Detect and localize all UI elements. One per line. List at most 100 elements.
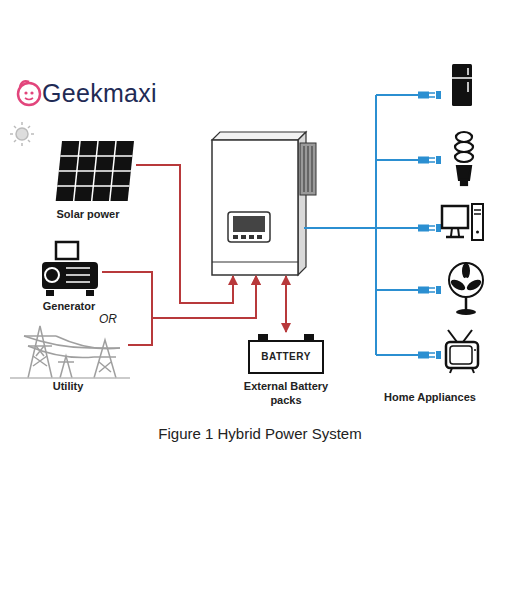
- or-label: OR: [99, 312, 117, 326]
- appliance-group: Home Appliances: [378, 60, 510, 405]
- inverter-illustration-part-part: [308, 146, 309, 192]
- inverter-illustration-part: [212, 140, 298, 275]
- computer-icon-part: [474, 209, 481, 211]
- inverter-illustration-part: [300, 143, 316, 195]
- inverter-illustration-part: [228, 212, 270, 242]
- tv-icon-part: [448, 330, 457, 342]
- utility-source: Utility: [8, 322, 128, 394]
- appliance-wiring-part: [418, 157, 429, 164]
- power-connector: [304, 227, 378, 229]
- source-label: Solar power: [57, 208, 120, 222]
- computer-icon-part: [446, 236, 464, 239]
- solar-panel-icon-part-part: [57, 185, 129, 187]
- sun-icon: [10, 122, 34, 146]
- inverter-illustration-part-part: [304, 146, 305, 192]
- appliance-wiring-part: [375, 95, 377, 355]
- computer-icon-part: [476, 231, 479, 234]
- bulb-icon-part: [461, 180, 467, 185]
- source-label: Generator: [43, 300, 96, 314]
- computer-icon: [442, 204, 483, 240]
- fan-icon-part: [456, 309, 476, 315]
- appliance-wiring: [376, 91, 441, 359]
- utility-pylon-icon: [10, 326, 130, 378]
- battery-box: BATTERY External Battery packs: [236, 332, 336, 416]
- power-connector: [136, 165, 233, 303]
- sun-icon-part: [14, 126, 16, 128]
- logo-icon-part: [25, 98, 33, 100]
- utility-pylon-icon-part: [94, 356, 116, 358]
- appliance-wiring-part: [376, 289, 418, 291]
- computer-icon-part: [472, 204, 483, 240]
- appliance-wiring-part: [436, 351, 441, 359]
- sun-icon-part: [21, 143, 23, 146]
- computer-icon-part: [451, 228, 459, 236]
- tv-icon-part: [472, 368, 474, 373]
- inverter-illustration-part: [212, 132, 306, 140]
- appliance-wiring-part: [376, 354, 418, 356]
- battery-label: External Battery packs: [243, 380, 329, 408]
- sun-icon-part: [21, 122, 23, 125]
- generator-icon-part: [42, 262, 98, 289]
- inverter-illustration-part: [233, 216, 265, 232]
- inverter-illustration-part: [212, 261, 298, 262]
- inverter-illustration-part-part: [241, 235, 246, 239]
- fridge-icon: [452, 64, 472, 106]
- appliance-wiring-part: [376, 94, 418, 96]
- utility-pylon-icon-part: [24, 336, 120, 358]
- generator-source: Generator: [36, 238, 102, 314]
- tv-icon-part: [450, 368, 452, 373]
- generator-icon: [42, 242, 98, 296]
- battery-label: BATTERY: [248, 340, 324, 374]
- generator-icon-part: [45, 268, 59, 282]
- appliance-wiring-part: [418, 225, 429, 232]
- logo-icon-part: [30, 91, 33, 94]
- generator-icon-part: [46, 290, 54, 296]
- inverter-illustration: [212, 132, 316, 275]
- inverter-illustration-part-part: [233, 235, 238, 239]
- group-label: Home Appliances: [384, 391, 476, 405]
- sun-icon-part: [14, 140, 16, 142]
- generator-icon-part: [66, 281, 90, 283]
- tv-icon-part: [450, 346, 472, 364]
- solar-panel-icon: [56, 141, 134, 201]
- appliance-wiring-part: [418, 92, 429, 99]
- power-connector: [285, 276, 287, 332]
- sun-icon-part: [28, 126, 30, 128]
- utility-pylon-icon-part: [24, 335, 56, 337]
- generator-icon-part: [56, 242, 78, 259]
- tv-icon-part: [463, 330, 472, 342]
- computer-icon-part: [474, 213, 481, 215]
- tv-icon: [446, 330, 478, 373]
- utility-pylon-icon-part: [28, 326, 52, 378]
- generator-icon-part: [66, 274, 90, 276]
- source-label: Utility: [53, 380, 84, 394]
- fridge-icon-part: [467, 82, 469, 92]
- logo-icon: [18, 81, 40, 105]
- inverter-unit: [212, 133, 304, 276]
- fan-icon-part: [465, 297, 468, 310]
- solar-panel-icon-part: [56, 141, 134, 201]
- appliance-wiring-part: [436, 224, 441, 232]
- fan-icon-part: [462, 263, 470, 279]
- figure-caption: Figure 1 Hybrid Power System: [0, 425, 520, 442]
- appliance-wiring-part: [376, 227, 418, 229]
- utility-pylon-icon-part: [60, 356, 72, 378]
- inverter-illustration-part-part: [257, 235, 262, 239]
- appliance-wiring-part: [429, 93, 435, 357]
- solar-panel-icon-part: [56, 141, 134, 201]
- brand-logo: Geekmaxi: [42, 79, 157, 108]
- generator-icon-part: [86, 290, 94, 296]
- utility-pylon-icon-part: [58, 361, 74, 363]
- inverter-illustration-part: [233, 235, 262, 239]
- bulb-icon-part: [456, 132, 472, 142]
- inverter-illustration-part-part: [312, 146, 313, 192]
- bulb-icon-part: [455, 142, 473, 152]
- utility-pylon-icon-part: [94, 340, 116, 378]
- sun-icon-part: [10, 133, 13, 135]
- fan-icon-part: [449, 263, 483, 297]
- bulb-icon-part: [457, 166, 471, 180]
- appliance-wiring-part: [436, 286, 441, 294]
- fridge-icon-part: [452, 64, 472, 106]
- inverter-illustration-part-part: [249, 235, 254, 239]
